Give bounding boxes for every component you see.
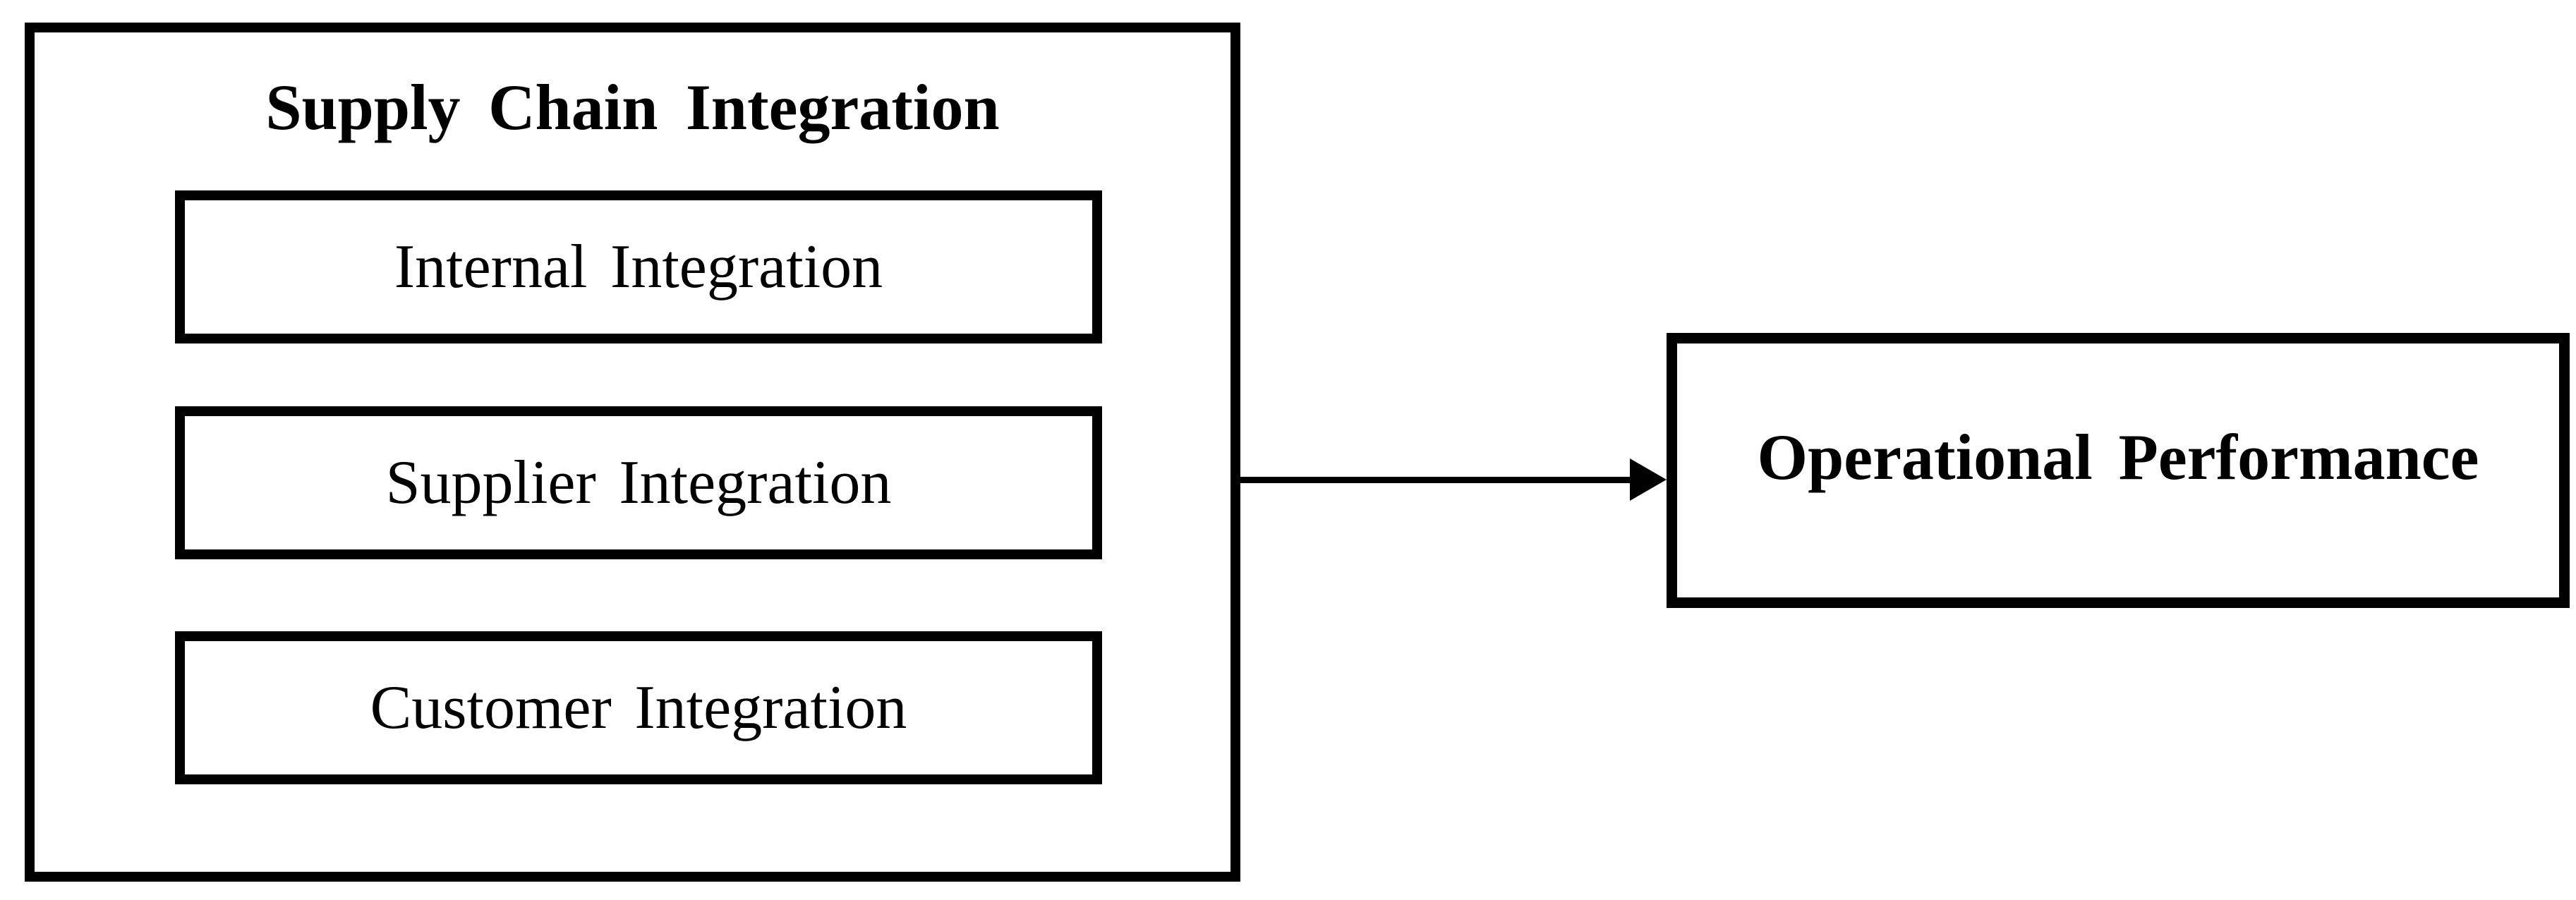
customer-integration-box: Customer Integration: [175, 631, 1102, 784]
operational-performance-label: Operational Performance: [1757, 421, 2479, 493]
operational-performance-box: Operational Performance: [1667, 333, 2570, 608]
supplier-integration-label: Supplier Integration: [385, 448, 892, 517]
arrowhead-right-icon: [1630, 458, 1667, 501]
internal-integration-box: Internal Integration: [175, 190, 1102, 343]
internal-integration-label: Internal Integration: [394, 232, 883, 301]
supply-chain-integration-title: Supply Chain Integration: [265, 71, 1000, 143]
arrow-line: [1240, 477, 1633, 483]
supplier-integration-box: Supplier Integration: [175, 406, 1102, 559]
customer-integration-label: Customer Integration: [370, 673, 907, 742]
